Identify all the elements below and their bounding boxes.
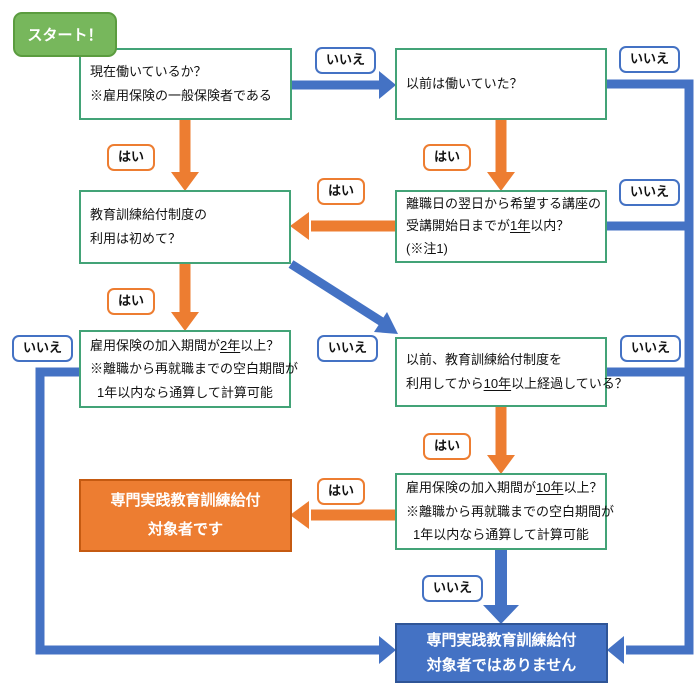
node-text-line: 雇用保険の加入期間が10年以上？	[406, 480, 603, 496]
node-text-line: 専門実践教育訓練給付	[110, 492, 261, 509]
start-badge: スタート！	[13, 12, 117, 57]
node-text-line: 1年以内なら通算して計算可能	[97, 384, 273, 400]
node-text-line: 以前は働いていた？	[406, 75, 523, 91]
edge-leavedate-yes-head	[290, 212, 309, 240]
node-q-10y-since-use: 以前、教育訓練給付制度を 利用してから10年以上経過している？	[395, 337, 628, 407]
node-q-past-work: 以前は働いていた？	[395, 48, 607, 120]
node-text-line: 専門実践教育訓練給付	[426, 631, 577, 649]
node-text-line: 離職日の翌日から希望する講座の	[406, 196, 602, 212]
label-no-past: いいえ	[619, 46, 681, 73]
node-result-not-eligible: 専門実践教育訓練給付 対象者ではありません	[395, 623, 608, 683]
node-q-leave-within-1y: 離職日の翌日から希望する講座の 受講開始日までが1年以内？ (※注1)	[395, 190, 607, 263]
label-no-10y-since: いいえ	[620, 335, 682, 362]
node-text-line: 雇用保険の加入期間が2年以上？	[90, 337, 280, 353]
edge-current-no-head	[379, 71, 396, 99]
node-q-current-work: 現在働いているか？ ※雇用保険の一般保険者である	[79, 48, 292, 120]
node-text-line: 教育訓練給付制度の	[90, 206, 208, 222]
edge-right-rail-head	[607, 636, 624, 664]
label-yes-first-use: はい	[107, 288, 156, 315]
edge-10ysince-yes-head	[487, 455, 515, 474]
node-text-line: 利用してから10年以上経過している？	[406, 376, 628, 391]
label-yes-insured-10y: はい	[317, 478, 366, 505]
node-text-line: 対象者です	[147, 520, 223, 538]
node-q-insured-2y: 雇用保険の加入期間が2年以上？ ※離職から再就職までの空白期間が 1年以内なら通…	[79, 330, 299, 408]
edge-insured10y-yes-head	[290, 501, 309, 529]
edge-first-yes-head	[171, 312, 199, 331]
node-text-line: 利用は初めて？	[90, 231, 182, 246]
edge-insured10y-no-head	[483, 605, 519, 624]
label-yes-past: はい	[423, 144, 472, 171]
node-text-line: 対象者ではありません	[426, 657, 577, 674]
label-no-insured-2y: いいえ	[12, 335, 74, 362]
edge-first-no-diagonal-head	[374, 312, 398, 334]
edge-current-yes-head	[171, 172, 199, 191]
edge-left-rail	[35, 367, 381, 655]
edge-right-rail	[607, 79, 694, 655]
edge-past-yes-head	[487, 172, 515, 191]
node-text-line: 以前、教育訓練給付制度を	[406, 351, 563, 367]
node-text-line: 1年以内なら通算して計算可能	[413, 527, 589, 543]
node-text-line: (※注1)	[406, 240, 448, 256]
node-q-insured-10y: 雇用保険の加入期間が10年以上？ ※離職から再就職までの空白期間が 1年以内なら…	[395, 473, 615, 550]
blue-connectors	[35, 71, 694, 664]
label-yes-leavedate: はい	[317, 178, 366, 205]
node-text-line: ※離職から再就職までの空白期間が	[90, 361, 299, 377]
orange-connectors	[171, 120, 515, 529]
edge-left-rail-head	[379, 636, 396, 664]
node-text-line: ※雇用保険の一般保険者である	[90, 88, 272, 103]
node-q-first-use: 教育訓練給付制度の 利用は初めて？	[79, 190, 291, 264]
label-yes-10y-since: はい	[423, 433, 472, 460]
node-text-line: ※離職から再就職までの空白期間が	[406, 503, 615, 519]
label-no-current: いいえ	[315, 47, 377, 74]
label-no-insured-10y: いいえ	[422, 575, 484, 602]
node-text-line: 現在働いているか？	[90, 63, 207, 79]
node-text-line: 受講開始日までが1年以内？	[406, 218, 570, 234]
label-no-first-use: いいえ	[317, 335, 379, 362]
label-no-leavedate: いいえ	[619, 179, 681, 206]
node-result-eligible: 専門実践教育訓練給付 対象者です	[79, 479, 292, 552]
label-yes-current: はい	[107, 144, 156, 171]
edge-first-no-diagonal-shaft	[288, 260, 385, 326]
